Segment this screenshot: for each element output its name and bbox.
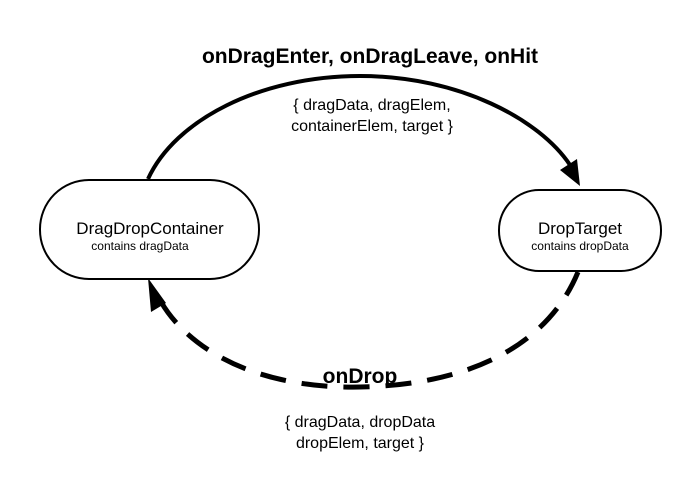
drag-drop-container-node	[39, 179, 260, 280]
back-edge-label: onDrop	[323, 365, 398, 388]
drag-drop-container-subtitle: contains dragData	[91, 239, 189, 253]
drop-target-title: DropTarget	[538, 219, 622, 238]
drag-drop-container-title: DragDropContainer	[76, 219, 224, 238]
forward-edge-arc	[146, 73, 572, 180]
back-edge-arc	[157, 271, 581, 390]
forward-edge-payload-line2: containerElem, target }	[291, 118, 454, 135]
drop-target-subtitle: contains dropData	[531, 239, 629, 253]
forward-edge-arrowhead	[560, 159, 580, 186]
forward-edge-payload-line1: { dragData, dragElem,	[293, 97, 450, 114]
back-edge-payload-line1: { dragData, dropData	[285, 414, 435, 431]
drop-target-node	[498, 189, 662, 272]
forward-edge-label: onDragEnter, onDragLeave, onHit	[202, 45, 538, 68]
back-edge-payload-line2: dropElem, target }	[296, 435, 425, 452]
back-edge-arrowhead	[148, 278, 166, 312]
